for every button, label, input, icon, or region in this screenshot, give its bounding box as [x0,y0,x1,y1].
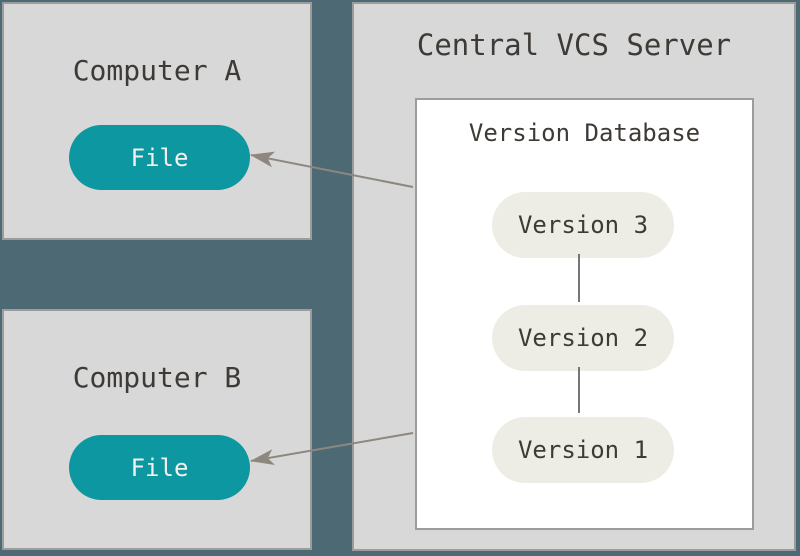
computer-a-title: Computer A [72,54,242,87]
version-2-node: Version 2 [492,305,674,371]
version-1-label: Version 1 [517,436,649,464]
central-vcs-server-box: Central VCS Server Version Database Vers… [352,2,796,551]
computer-b-file-label: File [130,453,189,482]
version-3-node: Version 3 [492,192,674,258]
version-1-node: Version 1 [492,417,674,483]
computer-a-file-label: File [130,143,189,172]
version-database-title: Version Database [468,119,701,147]
version-3-label: Version 3 [517,211,649,239]
computer-a-box: Computer A File [2,2,312,240]
computer-a-file-node: File [69,125,250,190]
version-database-box: Version Database Version 3 Version 2 Ver… [415,98,754,530]
computer-b-file-node: File [69,435,250,500]
computer-b-title: Computer B [72,361,242,394]
central-vcs-server-title: Central VCS Server [416,28,732,62]
computer-b-box: Computer B File [2,309,312,550]
version-2-label: Version 2 [517,324,649,352]
